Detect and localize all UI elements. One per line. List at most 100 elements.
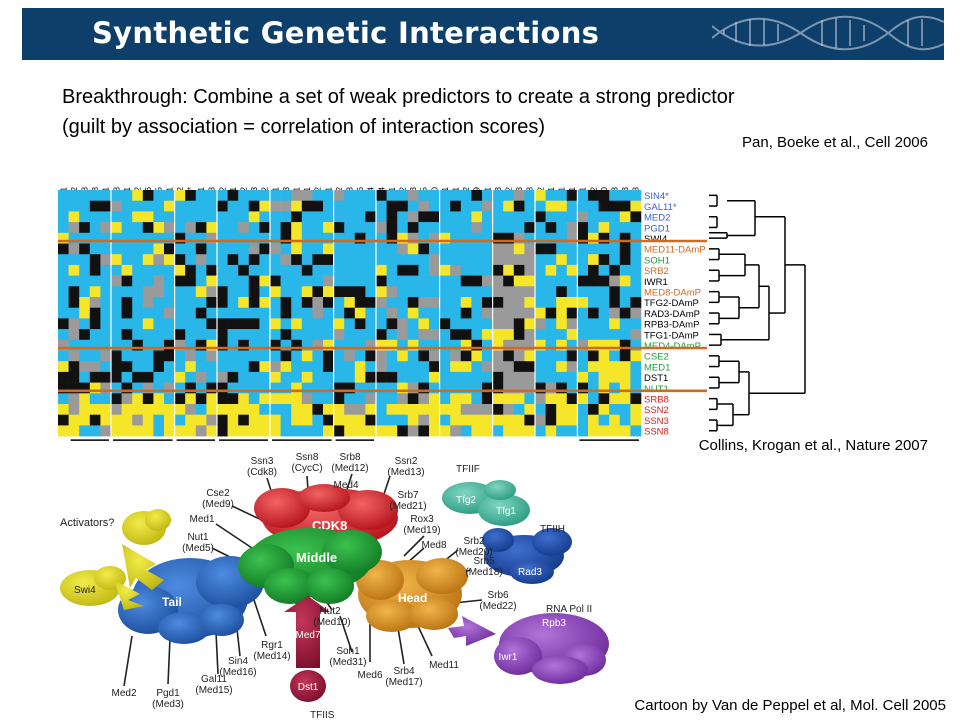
subunit-nut2-alias: (Med10) [313,617,350,628]
heatmap-cell [535,211,546,223]
heatmap-cell [407,190,419,201]
heatmap-cell [248,243,260,255]
heatmap-cell [566,414,578,426]
heatmap-cell [619,222,631,234]
heatmap-cell [630,361,642,373]
heatmap-cell [185,190,197,201]
heatmap-cell [577,329,589,341]
heatmap-cell [588,243,599,255]
heatmap-cell [79,318,91,330]
row-label: SIN4* [644,191,669,202]
heatmap-cell [185,297,197,308]
heatmap-cell [164,307,175,319]
tfiih-module: Rad3 [482,528,572,584]
heatmap-cell [344,425,356,437]
heatmap-cell [153,254,165,266]
heatmap-cell [566,200,578,212]
heatmap-cell [227,404,239,415]
subunit-srb8: Srb8 [339,452,361,463]
heatmap-cell [566,222,578,234]
heatmap-cell [598,382,610,394]
heatmap-cell [535,297,546,308]
heatmap-cell [503,222,515,234]
heatmap-cell [185,254,197,266]
heatmap-cell [545,243,557,255]
heatmap-cell [280,318,292,330]
heatmap-cell [535,254,546,266]
heatmap-cell [68,264,80,276]
heatmap-cell [259,361,271,373]
heatmap-cell [566,425,578,437]
heatmap-cell [407,297,419,308]
heatmap-cell [513,350,525,362]
heatmap-cell [174,404,186,415]
swi4-label: Swi4 [74,585,96,596]
heatmap-cell [524,404,536,415]
heatmap-cell [450,211,462,223]
heatmap-cell [100,232,112,244]
heatmap-cell [174,243,186,255]
heatmap-cell [397,286,409,298]
heatmap-cell [460,254,472,266]
heatmap-cell [535,318,546,330]
heatmap-cell [460,425,472,437]
pol-ii-arrow [448,616,496,646]
heatmap-cell [89,350,101,362]
heatmap-cell [556,297,568,308]
heatmap-cell [100,211,112,223]
heatmap-cell [301,200,313,212]
heatmap-cell [132,371,144,383]
heatmap-cell [513,318,525,330]
heatmap-cell [111,211,122,223]
heatmap-cell [259,190,271,201]
heatmap-cell [630,414,642,426]
heatmap-cell [259,286,271,298]
heatmap-cell [195,297,207,308]
heatmap-cell [439,329,451,341]
heatmap-cell [566,393,578,405]
heatmap-cell [238,211,250,223]
heatmap-cell [89,200,101,212]
heatmap-cell [185,232,197,244]
heatmap-cell [407,382,419,394]
heatmap-cell [386,297,398,308]
heatmap-cell [460,190,472,201]
heatmap-cell [206,350,218,362]
heatmap-cell [492,190,504,201]
heatmap-cell [270,286,281,298]
subunit-soh1: Soh1 [336,646,360,657]
heatmap-cell [598,307,610,319]
heatmap-cell [132,275,144,287]
heatmap-cell [471,318,483,330]
heatmap-cell [450,414,462,426]
heatmap-cell [619,254,631,266]
heatmap-cell [323,200,334,212]
heatmap-cell [482,211,493,223]
heatmap-cell [418,393,430,405]
heatmap-cell [195,414,207,426]
heatmap-cell [439,200,451,212]
heatmap-cell [227,414,239,426]
heatmap-cell [354,243,366,255]
heatmap-cell [291,200,303,212]
heatmap-cell [545,371,557,383]
heatmap-cell [365,243,377,255]
heatmap-cell [598,350,610,362]
heatmap-cell [503,254,515,266]
heatmap-cell [142,393,154,405]
heatmap-cell [471,286,483,298]
heatmap-cell [397,275,409,287]
heatmap-cell [142,211,154,223]
heatmap-cell [174,286,186,298]
heatmap-cell [100,264,112,276]
heatmap-cell [259,425,271,437]
heatmap-cell [323,286,334,298]
heatmap-cell [397,371,409,383]
heatmap-cell [153,361,165,373]
heatmap-cell [111,371,122,383]
heatmap-cell [132,297,144,308]
heatmap-cell [142,190,154,201]
heatmap-cell [312,211,324,223]
heatmap-cell [545,297,557,308]
heatmap-cell [121,393,133,405]
